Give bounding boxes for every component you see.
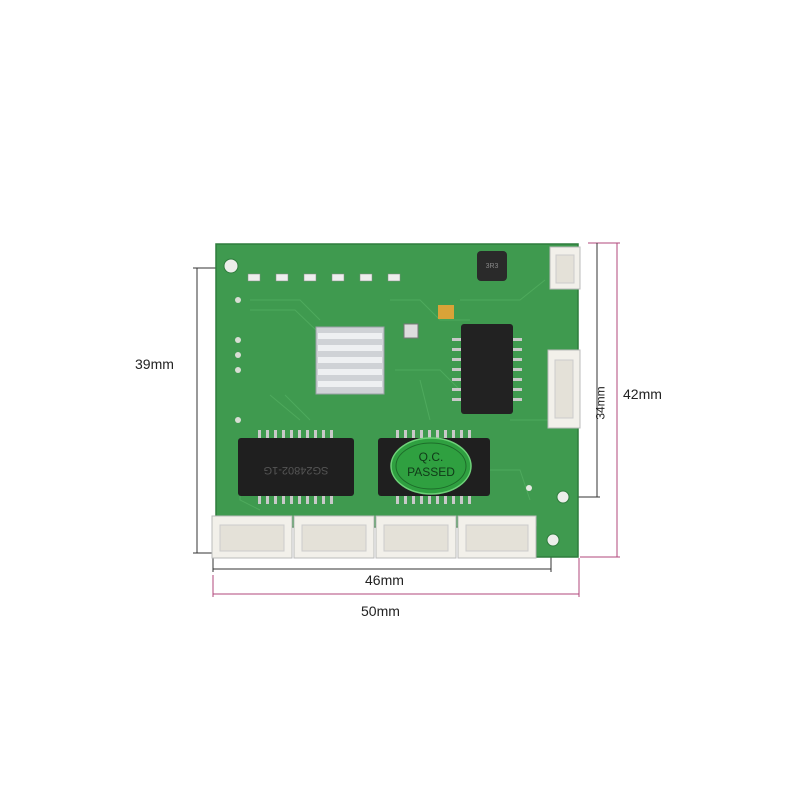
qc-passed-stamp: Q.C. PASSED [390,437,472,495]
inductor: 3R3 [477,251,507,281]
dim-42mm-line [580,242,620,558]
dim-50mm-line [212,558,580,597]
right-connector [547,349,581,429]
stamp-line2: PASSED [407,465,455,479]
dim-label-34mm: 34mm [593,386,608,420]
bottom-connector [375,515,457,559]
stamp-line1: Q.C. [419,450,444,464]
dim-34mm-line [575,243,600,498]
dim-label-46mm: 46mm [365,572,404,588]
dimension-lines [193,242,620,597]
top-right-connector [549,246,581,290]
inductor-label: 3R3 [486,263,499,270]
led-row [247,273,401,282]
bottom-connectors [211,515,537,559]
small-component [403,323,419,339]
dim-39mm-line [193,267,216,554]
capacitor [438,305,454,319]
dim-label-39mm: 39mm [135,356,174,372]
transformer-left: SG24802-1G [238,430,354,504]
bottom-connector [457,515,537,559]
bottom-connector [293,515,375,559]
bottom-connector [211,515,293,559]
dim-label-50mm: 50mm [361,603,400,619]
heatsink [315,326,385,395]
dim-label-42mm: 42mm [623,386,662,402]
chip-label: SG24802-1G [264,464,329,476]
mounting-holes [223,258,570,547]
controller-chip [452,324,522,414]
pcb-board: 3R3 [211,243,581,559]
